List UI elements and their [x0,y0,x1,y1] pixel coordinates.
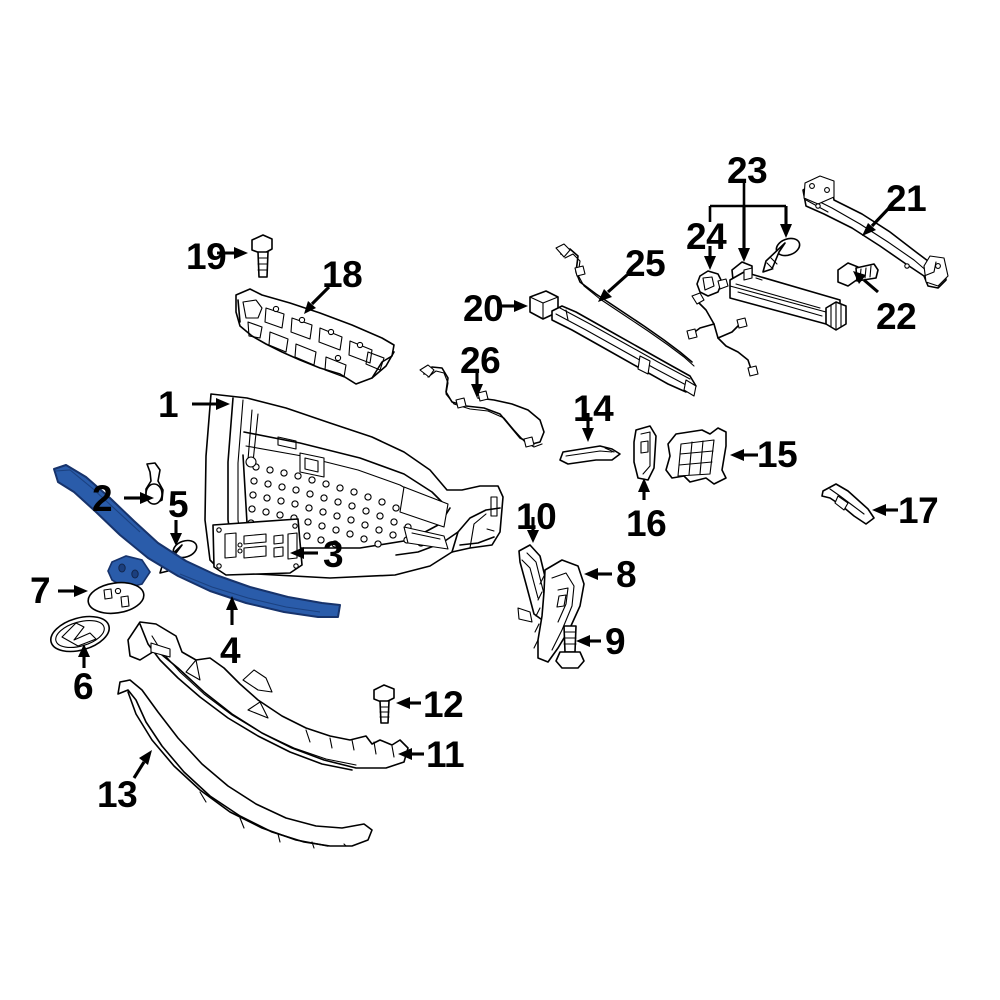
part-bolt-lower[interactable] [373,684,395,724]
leader-3 [290,547,318,559]
callout-number-23[interactable]: 23 [727,150,768,191]
part-bolt-flange[interactable] [555,625,585,669]
leader-13 [132,750,152,779]
leader-19 [217,247,248,259]
leader-5 [170,520,182,546]
leader-11 [398,748,424,760]
leader-12 [396,697,421,709]
part-lower-bumper-valance[interactable] [127,621,409,771]
leader-2 [124,492,154,504]
callout-number-14[interactable]: 14 [573,388,614,429]
part-front-bumper-molding-highlighted[interactable] [53,464,341,618]
part-bolt-upper-retainer[interactable] [251,234,273,278]
leader-8 [584,568,612,580]
leader-9 [576,635,601,647]
leader-25 [598,273,629,302]
part-license-plate-bracket[interactable] [212,518,303,576]
leader-23 [708,183,792,262]
part-bumper-reinforcement-stay[interactable] [633,425,657,481]
leader-18 [304,285,331,314]
part-upper-bumper-retainer[interactable] [235,288,395,385]
part-bumper-filler-strip[interactable] [559,445,621,465]
part-upper-impact-bar[interactable] [802,175,949,289]
part-manufacturer-emblem[interactable] [47,610,113,657]
callout-number-1[interactable]: 1 [158,384,179,425]
callout-number-18[interactable]: 18 [322,254,363,295]
callout-number-21[interactable]: 21 [886,178,927,219]
leader-17 [872,504,898,516]
callout-number-10[interactable]: 10 [516,496,557,537]
callout-number-11[interactable]: 11 [426,734,465,775]
callout-number-22[interactable]: 22 [876,296,917,337]
leader-6 [78,644,90,668]
part-emblem-base-plate[interactable] [86,579,146,617]
leader-1 [192,398,230,410]
leader-20 [500,300,528,312]
part-front-air-deflector[interactable] [117,679,373,849]
callout-number-17[interactable]: 17 [898,490,939,531]
callout-number-6[interactable]: 6 [73,666,94,707]
leader-15 [730,449,758,461]
part-bumper-retainer-clip[interactable] [145,462,164,505]
callout-number-2[interactable]: 2 [92,478,113,519]
leader-7 [58,585,88,597]
leader-21 [862,205,892,236]
leader-22 [853,271,880,294]
callout-number-26[interactable]: 26 [460,340,501,381]
callout-number-19[interactable]: 19 [186,236,227,277]
part-sensor-retainer[interactable] [696,270,729,297]
callout-number-24[interactable]: 24 [686,216,727,257]
callout-number-5[interactable]: 5 [168,484,189,525]
part-wire-harness-short[interactable] [419,364,545,448]
callout-number-25[interactable]: 25 [625,243,666,284]
part-bumper-beam-assembly[interactable] [729,261,847,331]
leader-26 [471,372,483,398]
leader-10 [527,517,539,543]
part-beam-screw[interactable] [762,235,802,273]
callout-number-9[interactable]: 9 [605,621,626,662]
part-side-retainer-clip[interactable] [821,483,875,525]
leader-16 [638,478,650,500]
leader-14 [582,413,594,442]
callout-number-4[interactable]: 4 [220,630,241,671]
part-grille-mesh-bracket[interactable] [665,427,727,485]
leader-24 [704,246,716,270]
part-bumper-side-bracket[interactable] [533,559,585,663]
callout-number-13[interactable]: 13 [97,774,138,815]
leader-4 [226,596,238,625]
callout-number-8[interactable]: 8 [616,554,637,595]
callout-number-3[interactable]: 3 [323,534,344,575]
callout-number-20[interactable]: 20 [463,288,504,329]
callout-number-7[interactable]: 7 [30,570,51,611]
callout-number-15[interactable]: 15 [757,434,798,475]
part-energy-absorber-end-cap[interactable] [529,290,697,397]
callout-number-16[interactable]: 16 [626,503,667,544]
callout-number-12[interactable]: 12 [423,684,464,725]
